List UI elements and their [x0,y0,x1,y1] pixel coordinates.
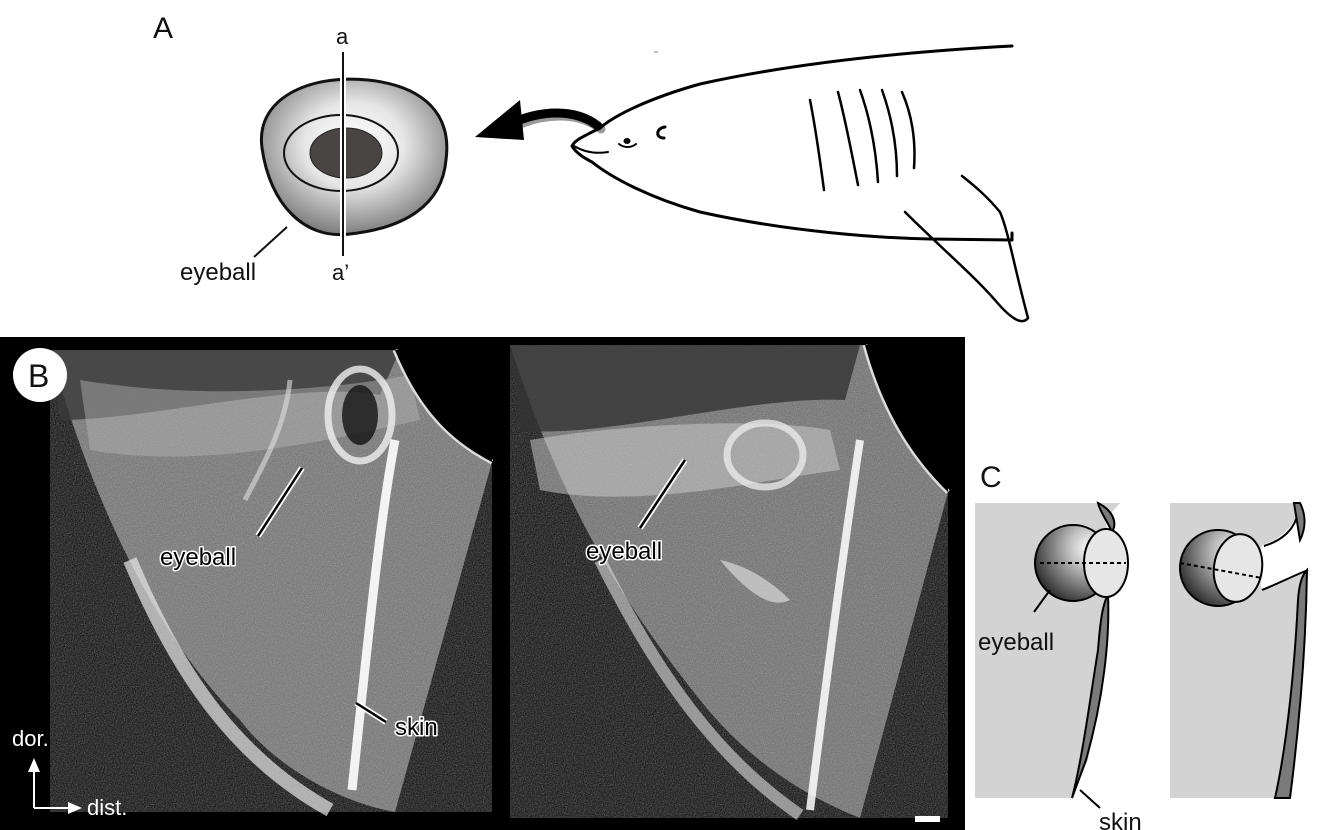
panel-b: B eyeball skin eyeball dor. dist. [0,337,965,830]
panel-c: C eyeball skin [975,461,1317,830]
panel-a: A a a’ eyeball [153,12,1028,321]
skin-label-c: skin [1099,809,1142,830]
curved-arrow-icon [475,100,601,140]
scale-bar [915,816,940,822]
eyeball-label-b-left: eyeball [160,544,236,571]
panel-b-letter: B [28,358,49,394]
schematic-closed [1170,503,1317,798]
eyeball-label-c: eyeball [978,629,1054,656]
eyeball-label-b-right: eyeball [586,538,662,565]
eyeball-diagram [254,52,447,257]
panel-a-letter: A [153,12,173,45]
panel-c-letter: C [980,461,1002,494]
section-label-top: a [336,24,349,49]
section-label-bottom: a’ [332,260,349,285]
shark-illustration [572,46,1028,321]
axis-label-dorsal: dor. [12,726,49,751]
skin-label-b: skin [395,714,438,741]
eyeball-label-a: eyeball [180,259,256,286]
axis-label-distal: dist. [87,795,127,820]
eyeball-leader-line [254,227,287,257]
